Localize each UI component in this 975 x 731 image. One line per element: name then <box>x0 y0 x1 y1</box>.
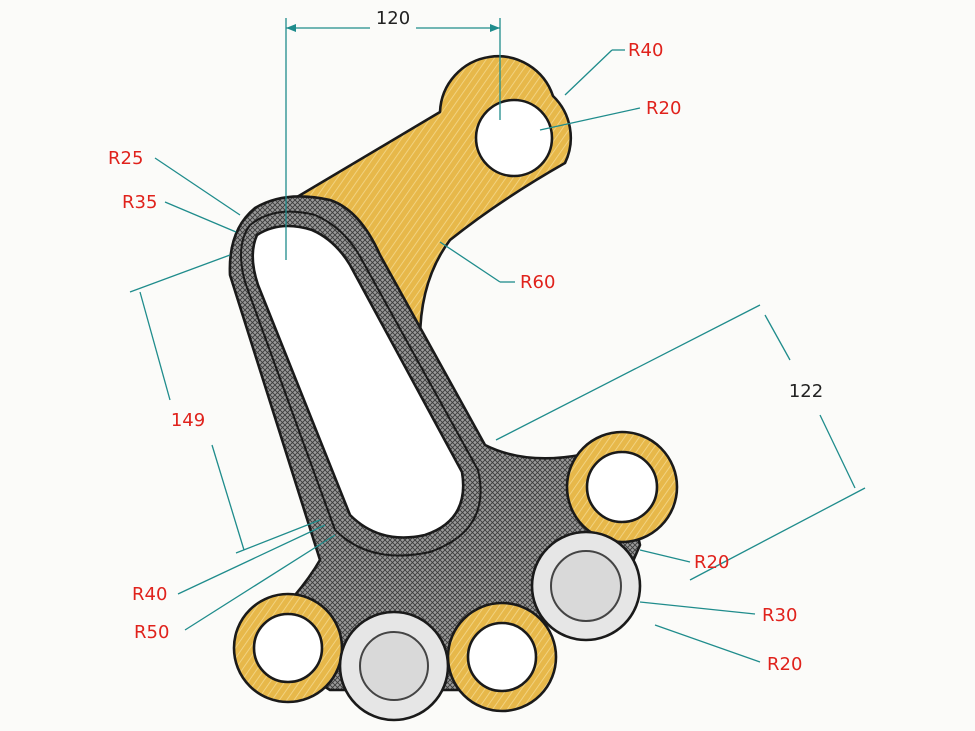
radius-boss-inner-label: R20 <box>767 654 802 675</box>
radius-boss-outer-label: R30 <box>762 605 797 626</box>
labels: 120 149 122 R40 R20 R25 R35 R60 R20 R30 … <box>108 8 823 675</box>
upper-hole <box>474 98 554 178</box>
radius-right-hole-label: R20 <box>694 552 729 573</box>
right-boss <box>530 530 642 642</box>
slot-opening <box>251 224 465 539</box>
radius-fillet-label: R60 <box>520 272 555 293</box>
dim-122-label: 122 <box>789 381 823 402</box>
radius-slot-outer-label: R25 <box>108 148 143 169</box>
radius-top-hole-label: R20 <box>646 98 681 119</box>
radius-slot-border-label: R35 <box>122 192 157 213</box>
bottom-left-ring <box>232 592 344 704</box>
dimension-lines <box>129 18 866 663</box>
radius-bottom-outer-label: R50 <box>134 622 169 643</box>
dim-149-label: 149 <box>171 410 205 431</box>
dim-120-label: 120 <box>376 8 410 29</box>
slot-border <box>240 210 482 557</box>
radius-bottom-inner-label: R40 <box>132 584 167 605</box>
bottom-right-ring <box>446 601 558 713</box>
bottom-middle-boss <box>338 610 450 722</box>
right-ring <box>565 430 679 544</box>
radius-top-outer-label: R40 <box>628 40 663 61</box>
